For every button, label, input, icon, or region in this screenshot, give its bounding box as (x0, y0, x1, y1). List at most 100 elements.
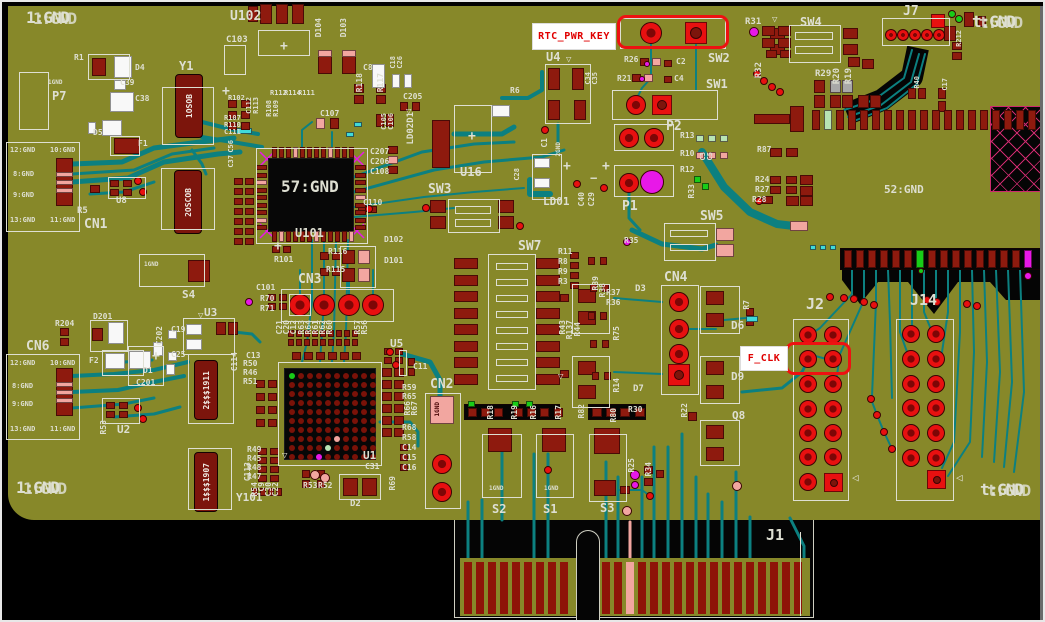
pad-round (646, 492, 654, 500)
pad (354, 122, 362, 127)
silk-label: C101 (256, 283, 276, 292)
pad (790, 221, 808, 231)
pad (328, 231, 333, 242)
pad (720, 152, 728, 159)
pad (514, 408, 523, 417)
pad (932, 110, 940, 130)
pad (716, 228, 734, 241)
connector-notch (576, 530, 600, 620)
pad (276, 488, 282, 496)
pad (588, 404, 646, 420)
silk-label: R101 (274, 255, 294, 264)
pad-round (873, 411, 881, 419)
pad (780, 50, 791, 58)
silk-label: ◁ (956, 471, 963, 484)
pad (245, 238, 254, 245)
pad-round (669, 344, 689, 364)
pad (488, 428, 512, 452)
pad (952, 42, 962, 50)
pad (354, 95, 364, 104)
pad-round (921, 29, 933, 41)
pad (592, 408, 602, 417)
silk-label: R3 (558, 277, 568, 286)
pad (830, 95, 841, 108)
silk-label: R8 (558, 257, 568, 266)
bga-ball (325, 373, 331, 379)
pad (355, 217, 366, 223)
silk-label: P1 (622, 199, 638, 214)
pad (312, 339, 318, 346)
pad (234, 188, 243, 195)
pad (526, 401, 533, 407)
silk-label: ▽ (406, 107, 412, 117)
pad (548, 100, 560, 120)
pad (256, 406, 265, 414)
pad (344, 339, 350, 346)
pad (540, 408, 549, 417)
bga-ball (298, 418, 304, 424)
pad (382, 404, 392, 413)
pad (570, 282, 579, 289)
silk-label: 1GND (48, 79, 63, 86)
bga-ball (334, 382, 340, 388)
pad-round (888, 445, 896, 453)
pad (536, 340, 560, 352)
bga-ball (343, 382, 349, 388)
silk-label: t:GND (972, 12, 1016, 31)
silk-outline (224, 45, 246, 75)
pad (186, 339, 202, 350)
pad (258, 466, 267, 473)
silk-outline (188, 448, 232, 510)
silk-label: Q8 (732, 409, 746, 422)
pad (848, 57, 860, 67)
silk-label: S4 (182, 288, 196, 301)
pad (706, 425, 724, 439)
silk-label: ▽ (566, 55, 572, 65)
bga-ball (334, 391, 340, 397)
silk-outline (572, 284, 610, 334)
gold-finger (638, 562, 646, 614)
silk-label: + (222, 84, 230, 99)
silk-label: R30 (628, 405, 643, 414)
pad (358, 268, 370, 282)
pad (288, 330, 294, 337)
pad (342, 50, 356, 57)
silk-label: CN3 (298, 272, 322, 287)
silk-label: R107 (224, 114, 241, 122)
silk-label: 12:GND (10, 359, 36, 367)
silk-label: R48 (247, 463, 262, 472)
pad (245, 198, 254, 205)
pad (268, 380, 277, 388)
pad-round (622, 506, 632, 516)
pad (245, 178, 254, 185)
pad-round (600, 184, 608, 192)
bga-ball (352, 436, 358, 442)
pad (536, 373, 560, 385)
f-clk-highlight-box (785, 342, 851, 375)
pad (302, 470, 310, 478)
silk-label: R115 (326, 265, 346, 274)
pad (814, 95, 825, 108)
silk-label: D101 (384, 256, 404, 265)
pad-round (516, 222, 524, 230)
silk-label: − (590, 171, 598, 185)
silk-label: S1 (543, 502, 558, 516)
bga-ball (352, 373, 358, 379)
silk-label: SW1 (706, 77, 728, 91)
bga-ball (370, 382, 376, 388)
silk-label: D2 (350, 499, 361, 509)
bga-ball (370, 409, 376, 415)
pad (362, 478, 377, 496)
silk-label: 8:GND (12, 382, 34, 390)
silk-label: 13:GND (10, 216, 36, 224)
pad (860, 110, 868, 130)
silk-label: R50 (243, 359, 258, 368)
bga-ball (325, 436, 331, 442)
pad (1000, 250, 1008, 268)
silk-outline (183, 318, 235, 355)
silk-label: S2 (492, 502, 507, 516)
silk-label: 1GND (434, 402, 441, 417)
silk-label: 11:GND (50, 425, 76, 433)
pad-round (245, 298, 253, 306)
